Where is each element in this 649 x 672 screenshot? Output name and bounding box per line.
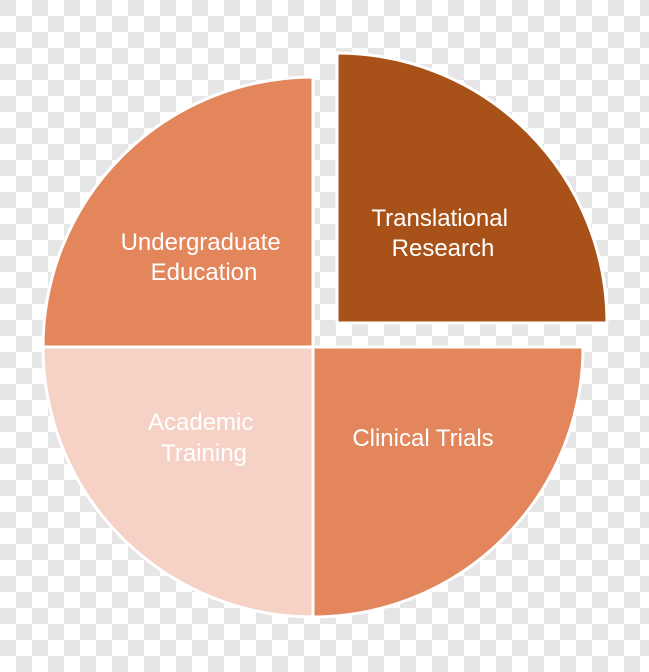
segment-translational-research: Translational Research [335,51,609,325]
label-line: Academic [148,409,253,436]
segment-shape [311,345,585,619]
segment-shape [41,75,315,349]
label-line: Translational [371,205,508,232]
segment-undergraduate-education: Undergraduate Education [41,75,315,349]
segment-academic-training: Academic Training [41,345,315,619]
segment-label: Undergraduate Education [121,229,288,286]
label-line: Clinical Trials [352,425,493,452]
segment-label: Translational Research [371,205,514,262]
label-line: Undergraduate [121,229,281,256]
segment-shape [335,51,609,325]
label-line: Research [392,235,495,262]
segment-shape [41,345,315,619]
segment-label: Clinical Trials [352,425,493,452]
segment-label: Academic Training [148,409,260,467]
label-line: Training [161,440,247,467]
label-line: Education [151,259,258,286]
segment-clinical-trials: Clinical Trials [311,345,585,619]
